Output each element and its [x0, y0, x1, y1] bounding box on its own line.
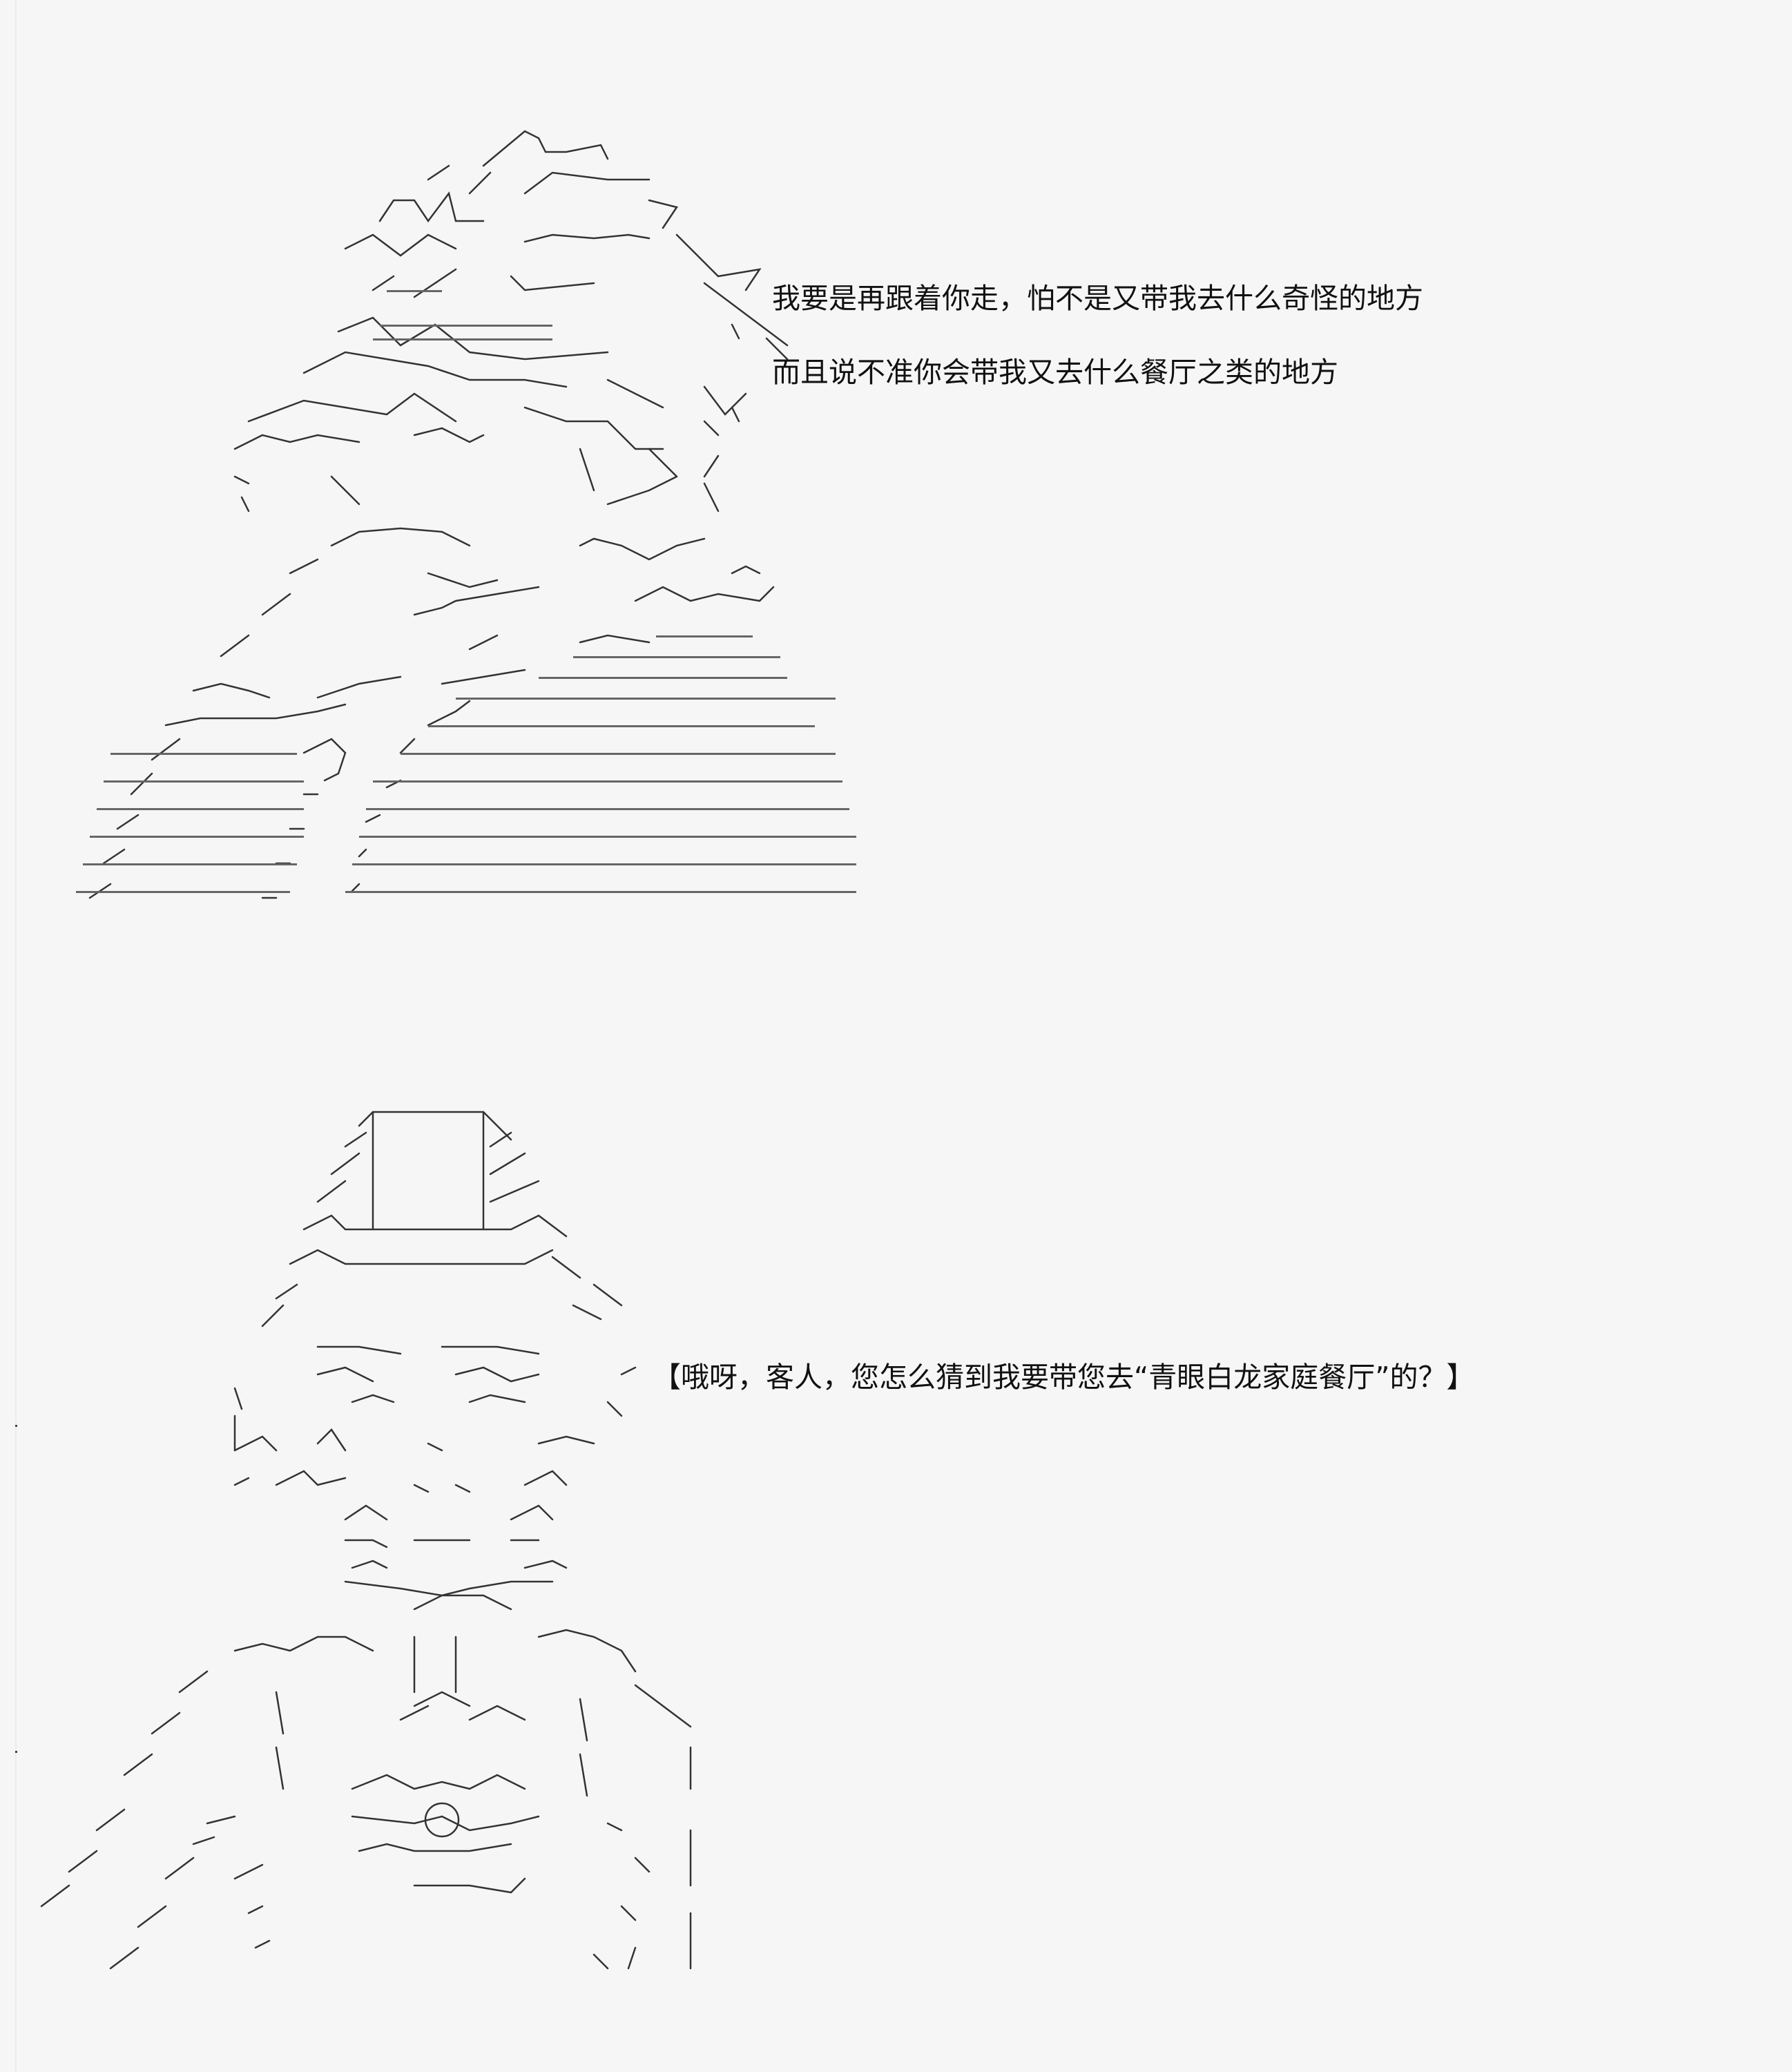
- panel-1-dialogue-line-2: 而且说不准你会带我又去什么餐厅之类的地方: [772, 356, 1338, 389]
- panel-1-dialogue-line-1: 我要是再跟着你走，怕不是又带我去什么奇怪的地方: [772, 282, 1423, 315]
- left-margin-line: [15, 0, 17, 2072]
- margin-speck: [15, 1425, 17, 1427]
- panel-2-dialogue-line-1: 【哦呀，客人，您怎么猜到我要带您去“青眼白龙家庭餐厅”的？】: [653, 1361, 1475, 1394]
- margin-speck: [15, 1751, 17, 1753]
- ascii-art-masked-figure: [28, 1098, 746, 1982]
- ascii-art-hooded-figure: [41, 62, 856, 912]
- page: [17, 0, 1792, 2072]
